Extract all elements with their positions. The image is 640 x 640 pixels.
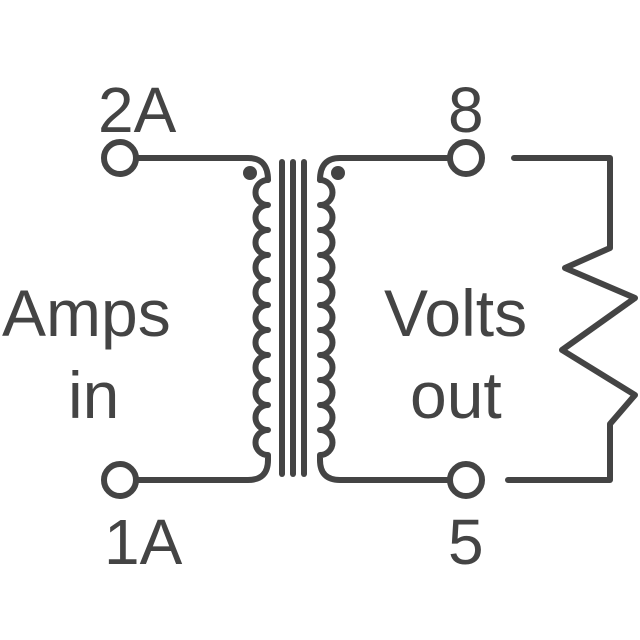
terminal-2a <box>101 139 139 177</box>
primary-bottom-lead <box>133 457 271 483</box>
terminal-1a <box>101 461 139 499</box>
secondary-coil <box>317 177 336 463</box>
terminal-5 <box>447 461 485 499</box>
primary-label-line1: Amps <box>2 276 171 350</box>
terminal-label-1a: 1A <box>104 506 183 578</box>
secondary-label-line2: out <box>410 358 502 432</box>
primary-top-lead <box>133 155 271 183</box>
terminal-label-2a: 2A <box>98 74 177 146</box>
terminal-label-8: 8 <box>448 74 484 146</box>
polarity-dot-primary <box>243 166 257 180</box>
secondary-label-line1: Volts <box>384 276 528 350</box>
terminal-8 <box>447 139 485 177</box>
primary-label-line2: in <box>68 358 120 432</box>
primary-coil <box>252 177 271 463</box>
secondary-bottom-lead <box>317 457 453 483</box>
load-resistor <box>505 155 638 483</box>
secondary-top-lead <box>317 155 453 183</box>
terminal-label-5: 5 <box>448 506 484 578</box>
polarity-dot-secondary <box>331 166 345 180</box>
